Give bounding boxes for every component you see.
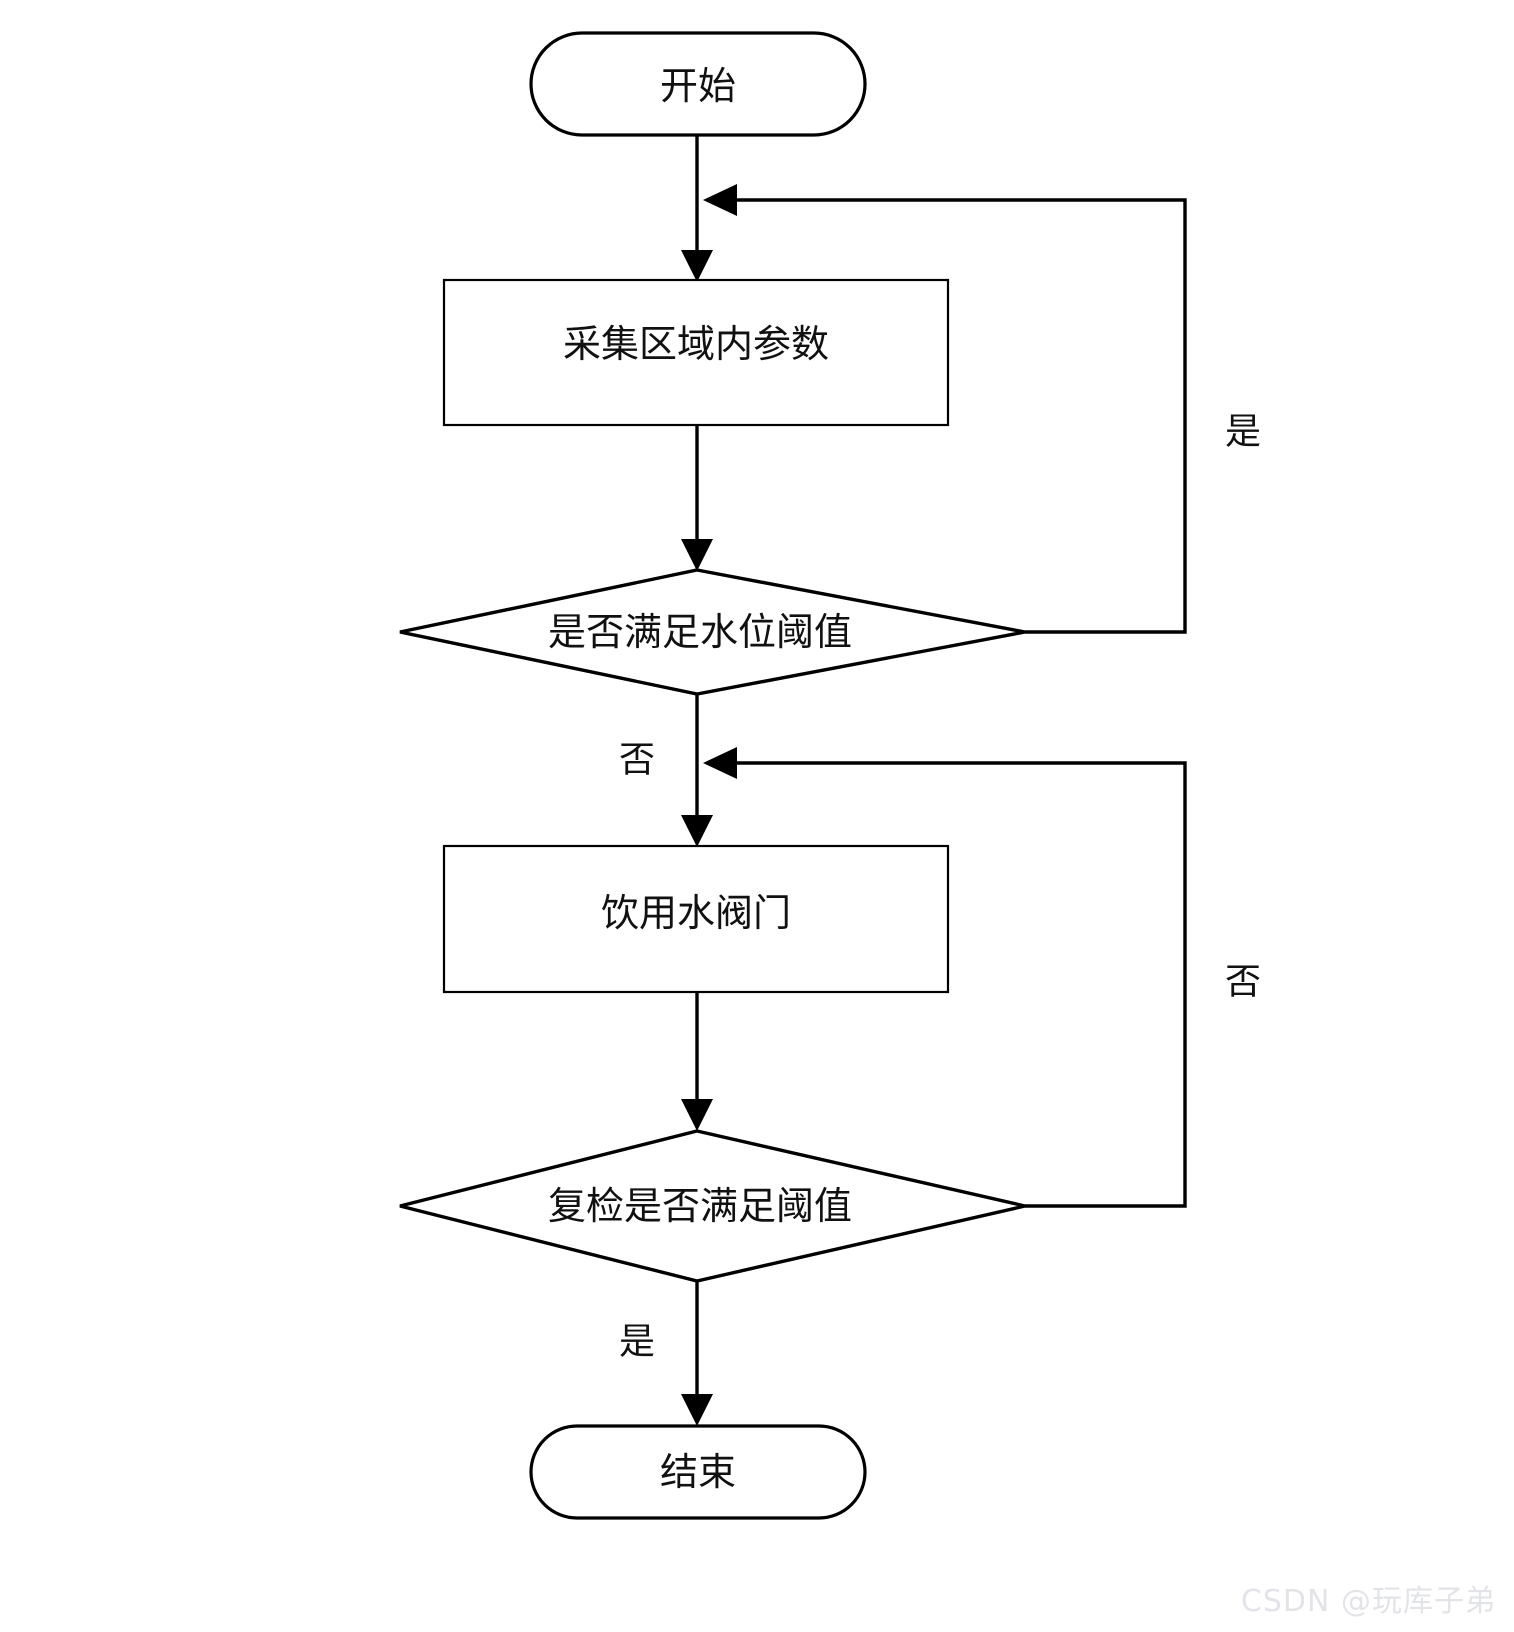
start-shape[interactable] bbox=[529, 31, 867, 137]
arrowhead-into-collect bbox=[681, 250, 713, 282]
check1-label: 是否满足水位阈值 bbox=[548, 610, 852, 654]
edge-check1-yes-loop: 是 bbox=[703, 184, 1261, 634]
node-collect-parameters[interactable]: 采集区域内参数 bbox=[442, 278, 950, 427]
edge-label-check2-yes: 是 bbox=[619, 1322, 655, 1363]
node-recheck-threshold[interactable]: 复检是否满足阈值 bbox=[399, 1129, 1026, 1283]
check1-shape[interactable] bbox=[399, 568, 1026, 696]
node-start[interactable]: 开始 bbox=[529, 31, 867, 137]
valve-label: 饮用水阀门 bbox=[601, 891, 791, 935]
edge-line-check1-loop bbox=[727, 198, 1187, 634]
edge-collect-to-check1 bbox=[681, 425, 713, 571]
end-label: 结束 bbox=[660, 1450, 736, 1494]
collect-label: 采集区域内参数 bbox=[563, 322, 829, 366]
start-label: 开始 bbox=[660, 64, 736, 108]
arrowhead-into-check2 bbox=[681, 1099, 713, 1131]
arrowhead-into-end bbox=[681, 1394, 713, 1426]
arrowhead-into-check1 bbox=[681, 539, 713, 571]
collect-shape[interactable] bbox=[442, 278, 950, 427]
arrowhead-check1-loop bbox=[703, 184, 737, 216]
check2-label: 复检是否满足阈值 bbox=[548, 1184, 852, 1228]
edge-label-check1-no: 否 bbox=[619, 740, 655, 781]
check2-shape[interactable] bbox=[399, 1129, 1026, 1283]
node-check-water-level[interactable]: 是否满足水位阈值 bbox=[399, 568, 1026, 696]
edge-start-to-collect bbox=[681, 135, 713, 282]
node-drinking-water-valve[interactable]: 饮用水阀门 bbox=[442, 844, 950, 994]
edge-check1-no: 否 bbox=[619, 694, 713, 847]
edge-line-check2-loop bbox=[727, 761, 1187, 1208]
node-end[interactable]: 结束 bbox=[529, 1424, 867, 1520]
csdn-watermark: CSDN @玩库子弟 bbox=[1240, 1584, 1496, 1619]
end-shape[interactable] bbox=[529, 1424, 867, 1520]
edge-label-check1-yes: 是 bbox=[1225, 412, 1261, 453]
arrowhead-check2-loop bbox=[703, 747, 737, 779]
edge-check2-no-loop: 否 bbox=[703, 747, 1261, 1208]
edge-check2-yes: 是 bbox=[619, 1268, 713, 1426]
arrowhead-into-valve bbox=[681, 815, 713, 847]
edge-valve-to-check2 bbox=[681, 992, 713, 1131]
valve-shape[interactable] bbox=[442, 844, 950, 994]
edge-label-check2-no: 否 bbox=[1225, 962, 1261, 1003]
